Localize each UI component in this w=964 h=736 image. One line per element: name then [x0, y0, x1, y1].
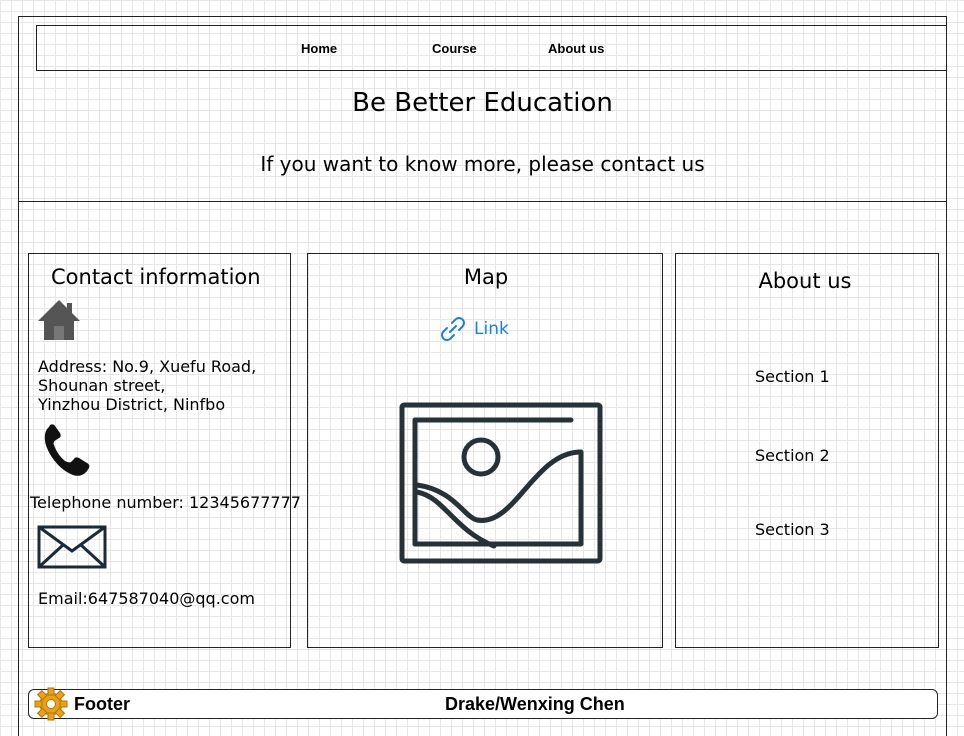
gear-icon — [34, 687, 68, 721]
address-line-3: Yinzhou District, Ninfbo — [38, 395, 226, 414]
page-title: Be Better Education — [352, 88, 613, 118]
address-text: Address: No.9, Xuefu Road, Shounan stree… — [38, 357, 256, 414]
email-text: Email:647587040@qq.com — [38, 589, 255, 608]
phone-icon — [43, 424, 93, 478]
contact-heading: Contact information — [51, 265, 261, 289]
footer-credit: Drake/Wenxing Chen — [445, 694, 625, 714]
nav-item-home[interactable]: Home — [301, 41, 338, 56]
map-link[interactable]: Link — [438, 314, 509, 344]
about-heading: About us — [758, 269, 852, 293]
nav-bar: Home Course About us — [36, 25, 947, 71]
map-heading: Map — [463, 265, 509, 289]
about-section-3[interactable]: Section 3 — [755, 520, 830, 539]
footer-bar: Footer Drake/Wenxing Chen — [28, 687, 938, 721]
footer-label: Footer — [74, 694, 130, 714]
about-section-1[interactable]: Section 1 — [755, 367, 830, 386]
envelope-icon — [37, 525, 107, 569]
map-panel: Map Link — [307, 253, 663, 648]
about-section-2[interactable]: Section 2 — [755, 446, 830, 465]
home-icon — [37, 298, 81, 342]
map-link-label[interactable]: Link — [474, 319, 509, 339]
image-placeholder-icon — [399, 402, 603, 564]
header-section — [18, 16, 947, 202]
page-subtitle: If you want to know more, please contact… — [260, 152, 705, 176]
contact-panel: Contact information Address: No.9, Xuefu… — [28, 253, 301, 648]
nav-item-about-us[interactable]: About us — [548, 41, 605, 56]
address-line-2: Shounan street, — [38, 376, 166, 395]
address-line-1: Address: No.9, Xuefu Road, — [38, 357, 257, 376]
telephone-text: Telephone number: 12345677777 — [30, 493, 301, 512]
nav-item-course[interactable]: Course — [432, 41, 477, 56]
about-panel: About us Section 1 Section 2 Section 3 — [675, 253, 939, 648]
link-icon — [438, 314, 468, 344]
